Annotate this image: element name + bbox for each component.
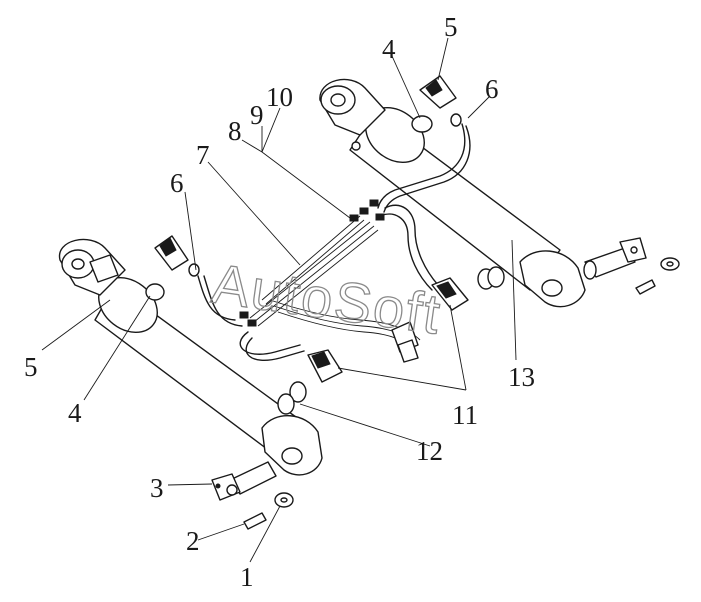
leader-lines <box>41 37 517 563</box>
watermark-text: AutoSoft <box>208 251 445 346</box>
callout-1: 1 <box>240 562 254 592</box>
tube-bundle-7 <box>249 215 421 363</box>
callout-11: 11 <box>452 400 478 430</box>
callout-5-right: 5 <box>444 12 458 42</box>
callout-6-right: 6 <box>485 74 499 104</box>
callout-6-left: 6 <box>170 168 184 198</box>
callout-4-right: 4 <box>382 34 396 64</box>
callout-13: 13 <box>508 362 535 392</box>
callout-5-left: 5 <box>24 352 38 382</box>
callout-8: 8 <box>228 116 242 146</box>
left-seal-ring-4 <box>145 283 165 301</box>
upper-right-hose-edge <box>379 213 433 291</box>
callout-2: 2 <box>186 526 200 556</box>
fittings-8-9-10 <box>239 199 385 327</box>
left-elbow-fitting-5 <box>154 235 200 277</box>
left-hose-6-edge <box>203 275 243 327</box>
upper-right-hose <box>384 204 439 286</box>
right-elbow-fitting-5 <box>419 75 462 127</box>
lower-hose <box>239 331 301 355</box>
callout-9: 9 <box>250 100 264 130</box>
lower-hose-edge <box>245 337 305 362</box>
callout-7: 7 <box>196 140 210 170</box>
right-elbow-fitting-11 <box>431 277 469 311</box>
left-hose-6 <box>197 275 236 321</box>
callout-10: 10 <box>266 82 293 112</box>
right-seal-ring-4 <box>411 115 433 133</box>
left-cylinder <box>59 238 323 530</box>
left-elbow-fitting-11 <box>307 349 343 383</box>
callout-12: 12 <box>416 436 443 466</box>
callout-4-left: 4 <box>68 398 82 428</box>
callout-3: 3 <box>150 473 164 503</box>
right-hose-6-edge <box>383 125 471 213</box>
right-cylinder <box>319 78 680 308</box>
right-hose-6 <box>377 123 466 209</box>
